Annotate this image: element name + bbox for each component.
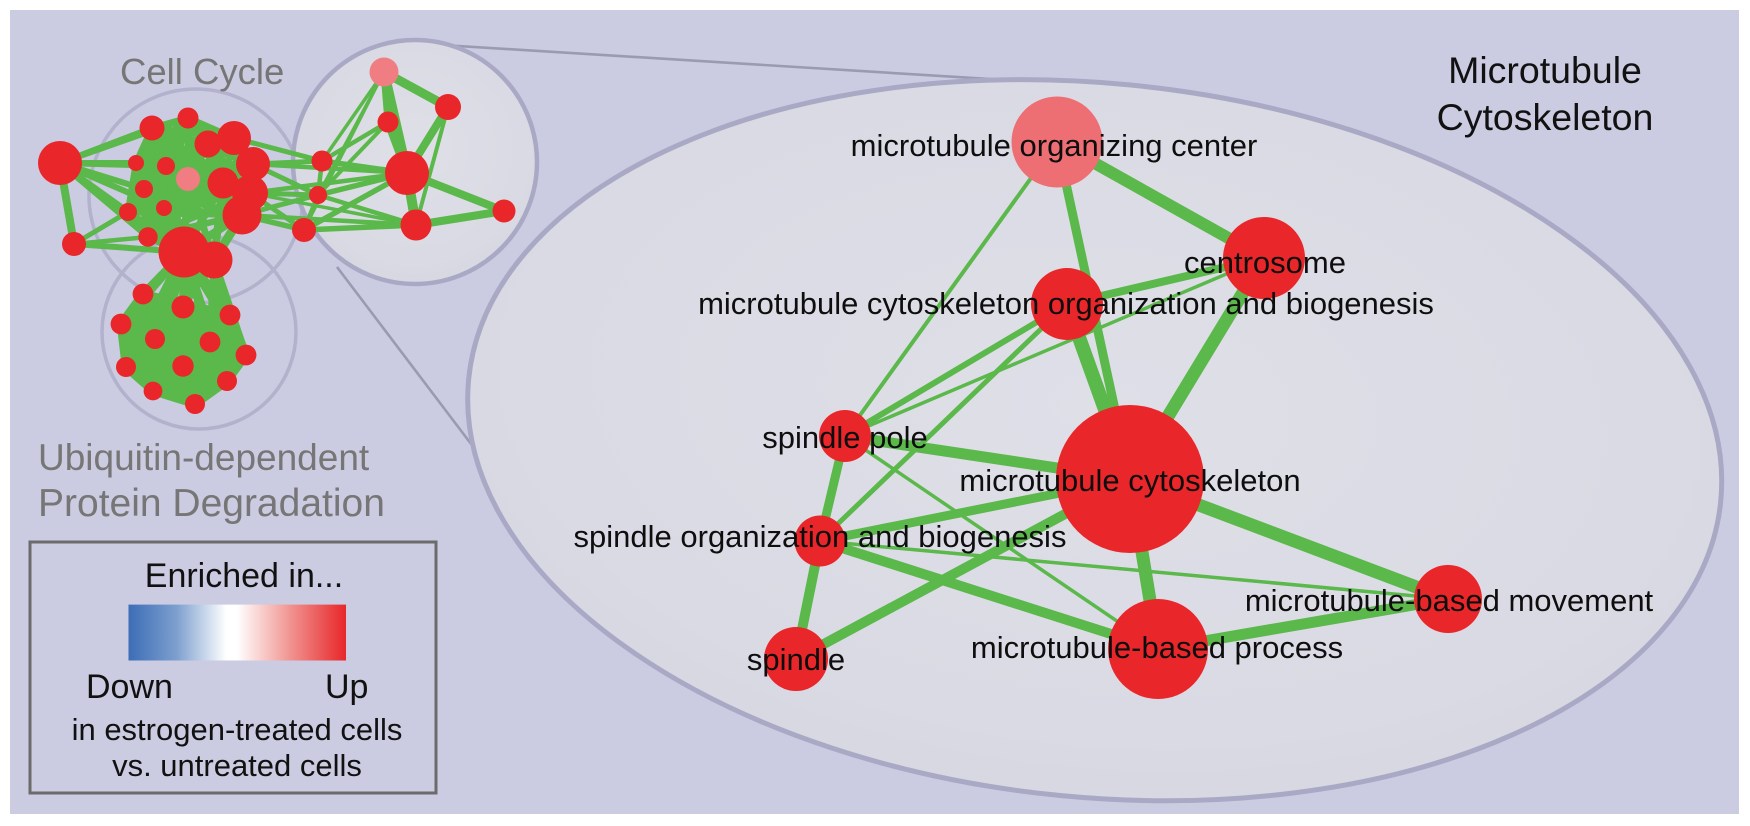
svg-text:microtubule cytoskeleton organ: microtubule cytoskeleton organization an…	[698, 286, 1434, 321]
svg-text:microtubule-based process: microtubule-based process	[971, 630, 1343, 665]
svg-text:Up: Up	[325, 668, 368, 706]
svg-text:spindle pole: spindle pole	[762, 420, 927, 455]
svg-text:microtubule-based movement: microtubule-based movement	[1245, 583, 1654, 618]
svg-text:in estrogen-treated cells: in estrogen-treated cells	[72, 712, 403, 747]
svg-text:Protein Degradation: Protein Degradation	[38, 482, 385, 525]
svg-text:centrosome: centrosome	[1184, 245, 1346, 280]
svg-text:microtubule cytoskeleton: microtubule cytoskeleton	[959, 463, 1300, 498]
svg-text:spindle: spindle	[747, 642, 845, 677]
svg-text:microtubule organizing center: microtubule organizing center	[851, 128, 1258, 163]
svg-text:Microtubule: Microtubule	[1448, 49, 1642, 91]
svg-text:Enriched in...: Enriched in...	[145, 557, 343, 595]
svg-text:vs. untreated cells: vs. untreated cells	[112, 748, 362, 783]
svg-text:spindle organization and bioge: spindle organization and biogenesis	[574, 519, 1067, 554]
svg-text:Cytoskeleton: Cytoskeleton	[1437, 96, 1654, 138]
svg-text:Cell Cycle: Cell Cycle	[120, 51, 284, 92]
svg-text:Ubiquitin-dependent: Ubiquitin-dependent	[38, 437, 370, 478]
svg-text:Down: Down	[86, 668, 173, 706]
